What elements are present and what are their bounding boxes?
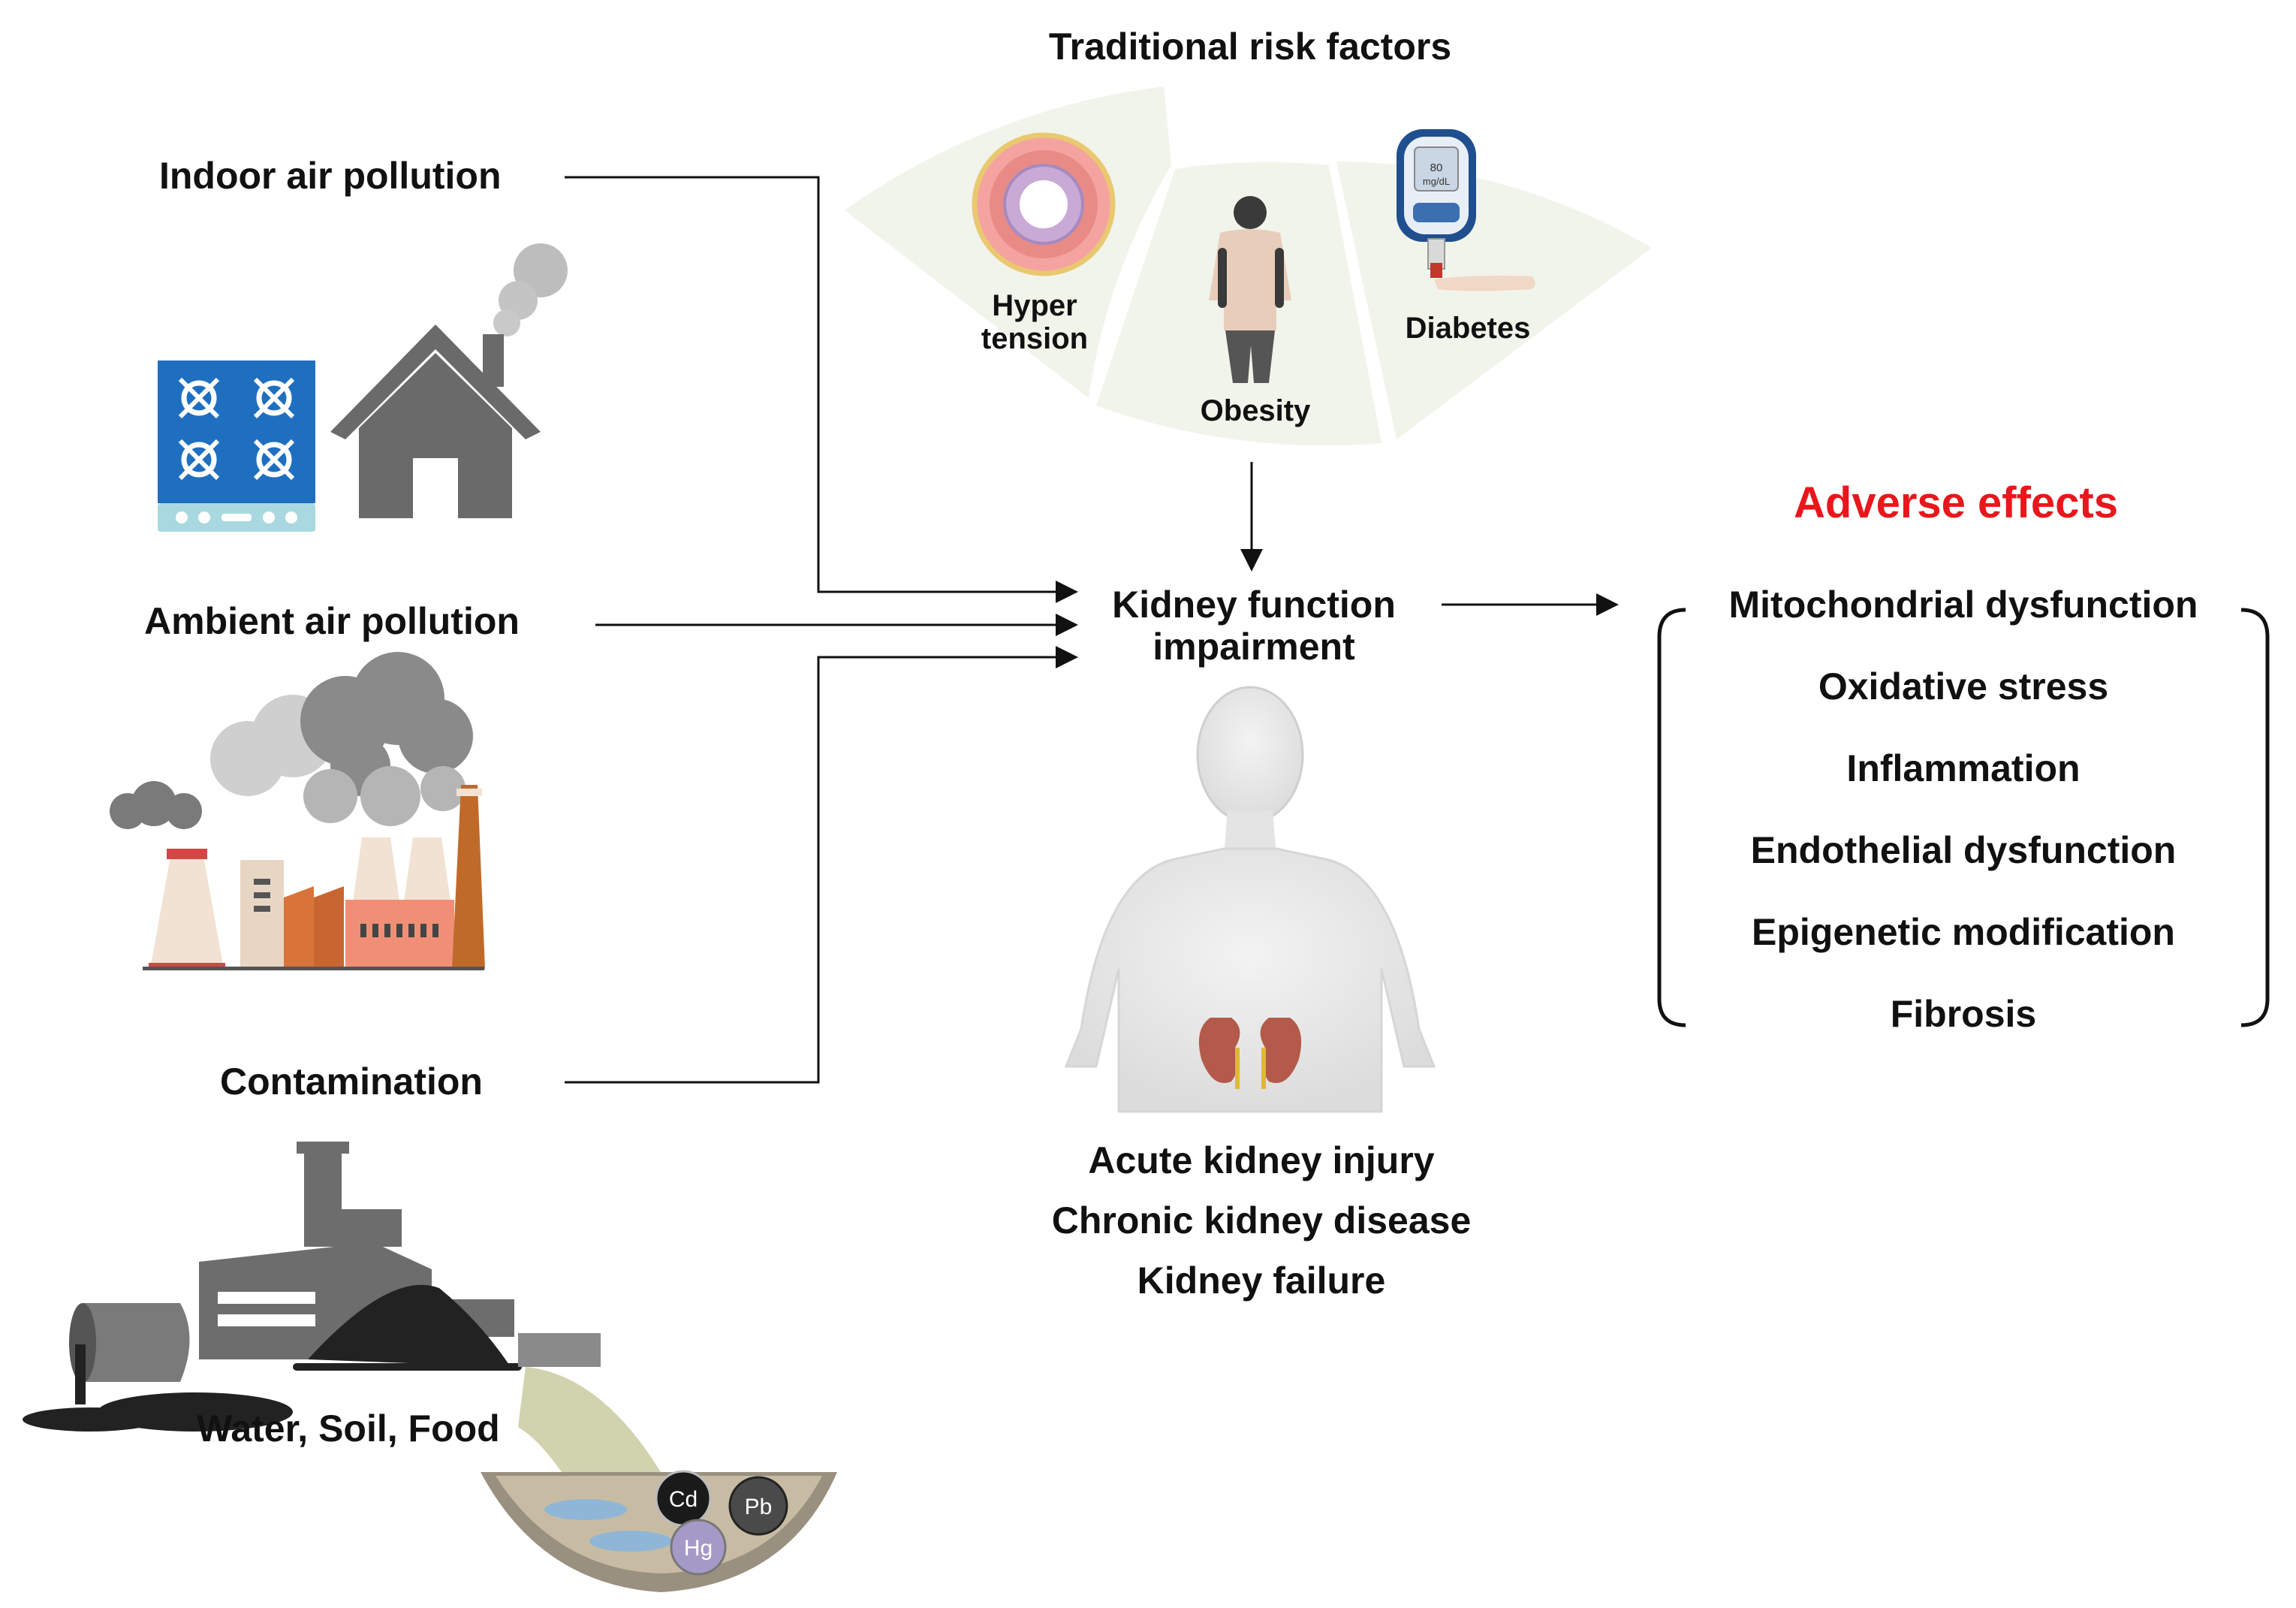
ambient-air-pollution-label: Ambient air pollution <box>144 600 520 642</box>
kidney-outcomes-list: Acute kidney injury Chronic kidney disea… <box>924 1138 1599 1318</box>
metal-cd-label: Cd <box>669 1487 698 1512</box>
arrow-indoor <box>565 176 1078 603</box>
fish-icon <box>589 1531 672 1552</box>
factory-icon <box>110 652 485 970</box>
adverse-effect-item: Mitochondrial dysfunction <box>1728 584 2198 626</box>
hypertension-label-line1: Hyper <box>992 289 1077 322</box>
kidney-function-line1: Kidney function <box>1112 584 1396 626</box>
kidney-function-line2: impairment <box>1153 626 1355 668</box>
glucometer-unit: mg/dL <box>1423 176 1450 187</box>
blood-vessel-icon <box>972 132 1116 276</box>
adverse-effect-item: Endothelial dysfunction <box>1750 829 2177 871</box>
effects-bracket <box>1657 608 2270 1027</box>
outcome-item: Chronic kidney disease <box>1051 1199 1472 1241</box>
kidney-function-impairment-label: Kidney function impairment <box>1112 584 1396 668</box>
arrow-contamination <box>565 646 1078 1084</box>
gas-stove-icon <box>158 361 315 532</box>
outcome-item: Acute kidney injury <box>1088 1139 1435 1181</box>
diabetes-label: Diabetes <box>1405 312 1531 345</box>
metal-hg-label: Hg <box>684 1536 713 1561</box>
fish-icon <box>544 1499 627 1520</box>
hypertension-label-line2: tension <box>981 322 1089 355</box>
contamination-label: Contamination <box>220 1060 483 1103</box>
adverse-effects-list: Mitochondrial dysfunction Oxidative stre… <box>1719 578 2207 1069</box>
water-soil-food-label: Water, Soil, Food <box>197 1407 500 1450</box>
adverse-effect-item: Oxidative stress <box>1818 665 2109 707</box>
glucometer-value: 80 <box>1430 161 1443 174</box>
obesity-label: Obesity <box>1200 394 1311 427</box>
outcome-item: Kidney failure <box>1137 1260 1386 1302</box>
adverse-effect-item: Epigenetic modification <box>1752 911 2175 953</box>
house-icon <box>330 243 568 518</box>
glucometer-icon: 80 mg/dL <box>1397 129 1535 291</box>
adverse-effect-item: Inflammation <box>1846 747 2081 789</box>
connector-lines <box>565 176 1619 1084</box>
contamination-scene-icon <box>23 1142 837 1592</box>
metal-cd-icon: Cd <box>655 1470 712 1527</box>
human-body-icon <box>1064 686 1436 1113</box>
fan-segment-diabetes <box>1336 161 1652 439</box>
risk-factors-title: Traditional risk factors <box>1048 26 1452 68</box>
indoor-air-pollution-label: Indoor air pollution <box>159 155 502 197</box>
kidney-right-icon <box>1260 1018 1302 1089</box>
metal-pb-icon: Pb <box>728 1476 788 1536</box>
kidney-left-icon <box>1198 1018 1240 1089</box>
adverse-effect-item: Fibrosis <box>1890 993 2037 1035</box>
hypertension-label: Hyper tension <box>981 289 1088 355</box>
metal-hg-icon: Hg <box>670 1519 727 1576</box>
obese-person-icon <box>1209 196 1291 383</box>
adverse-effects-title: Adverse effects <box>1794 478 2118 527</box>
metal-pb-label: Pb <box>745 1495 773 1519</box>
